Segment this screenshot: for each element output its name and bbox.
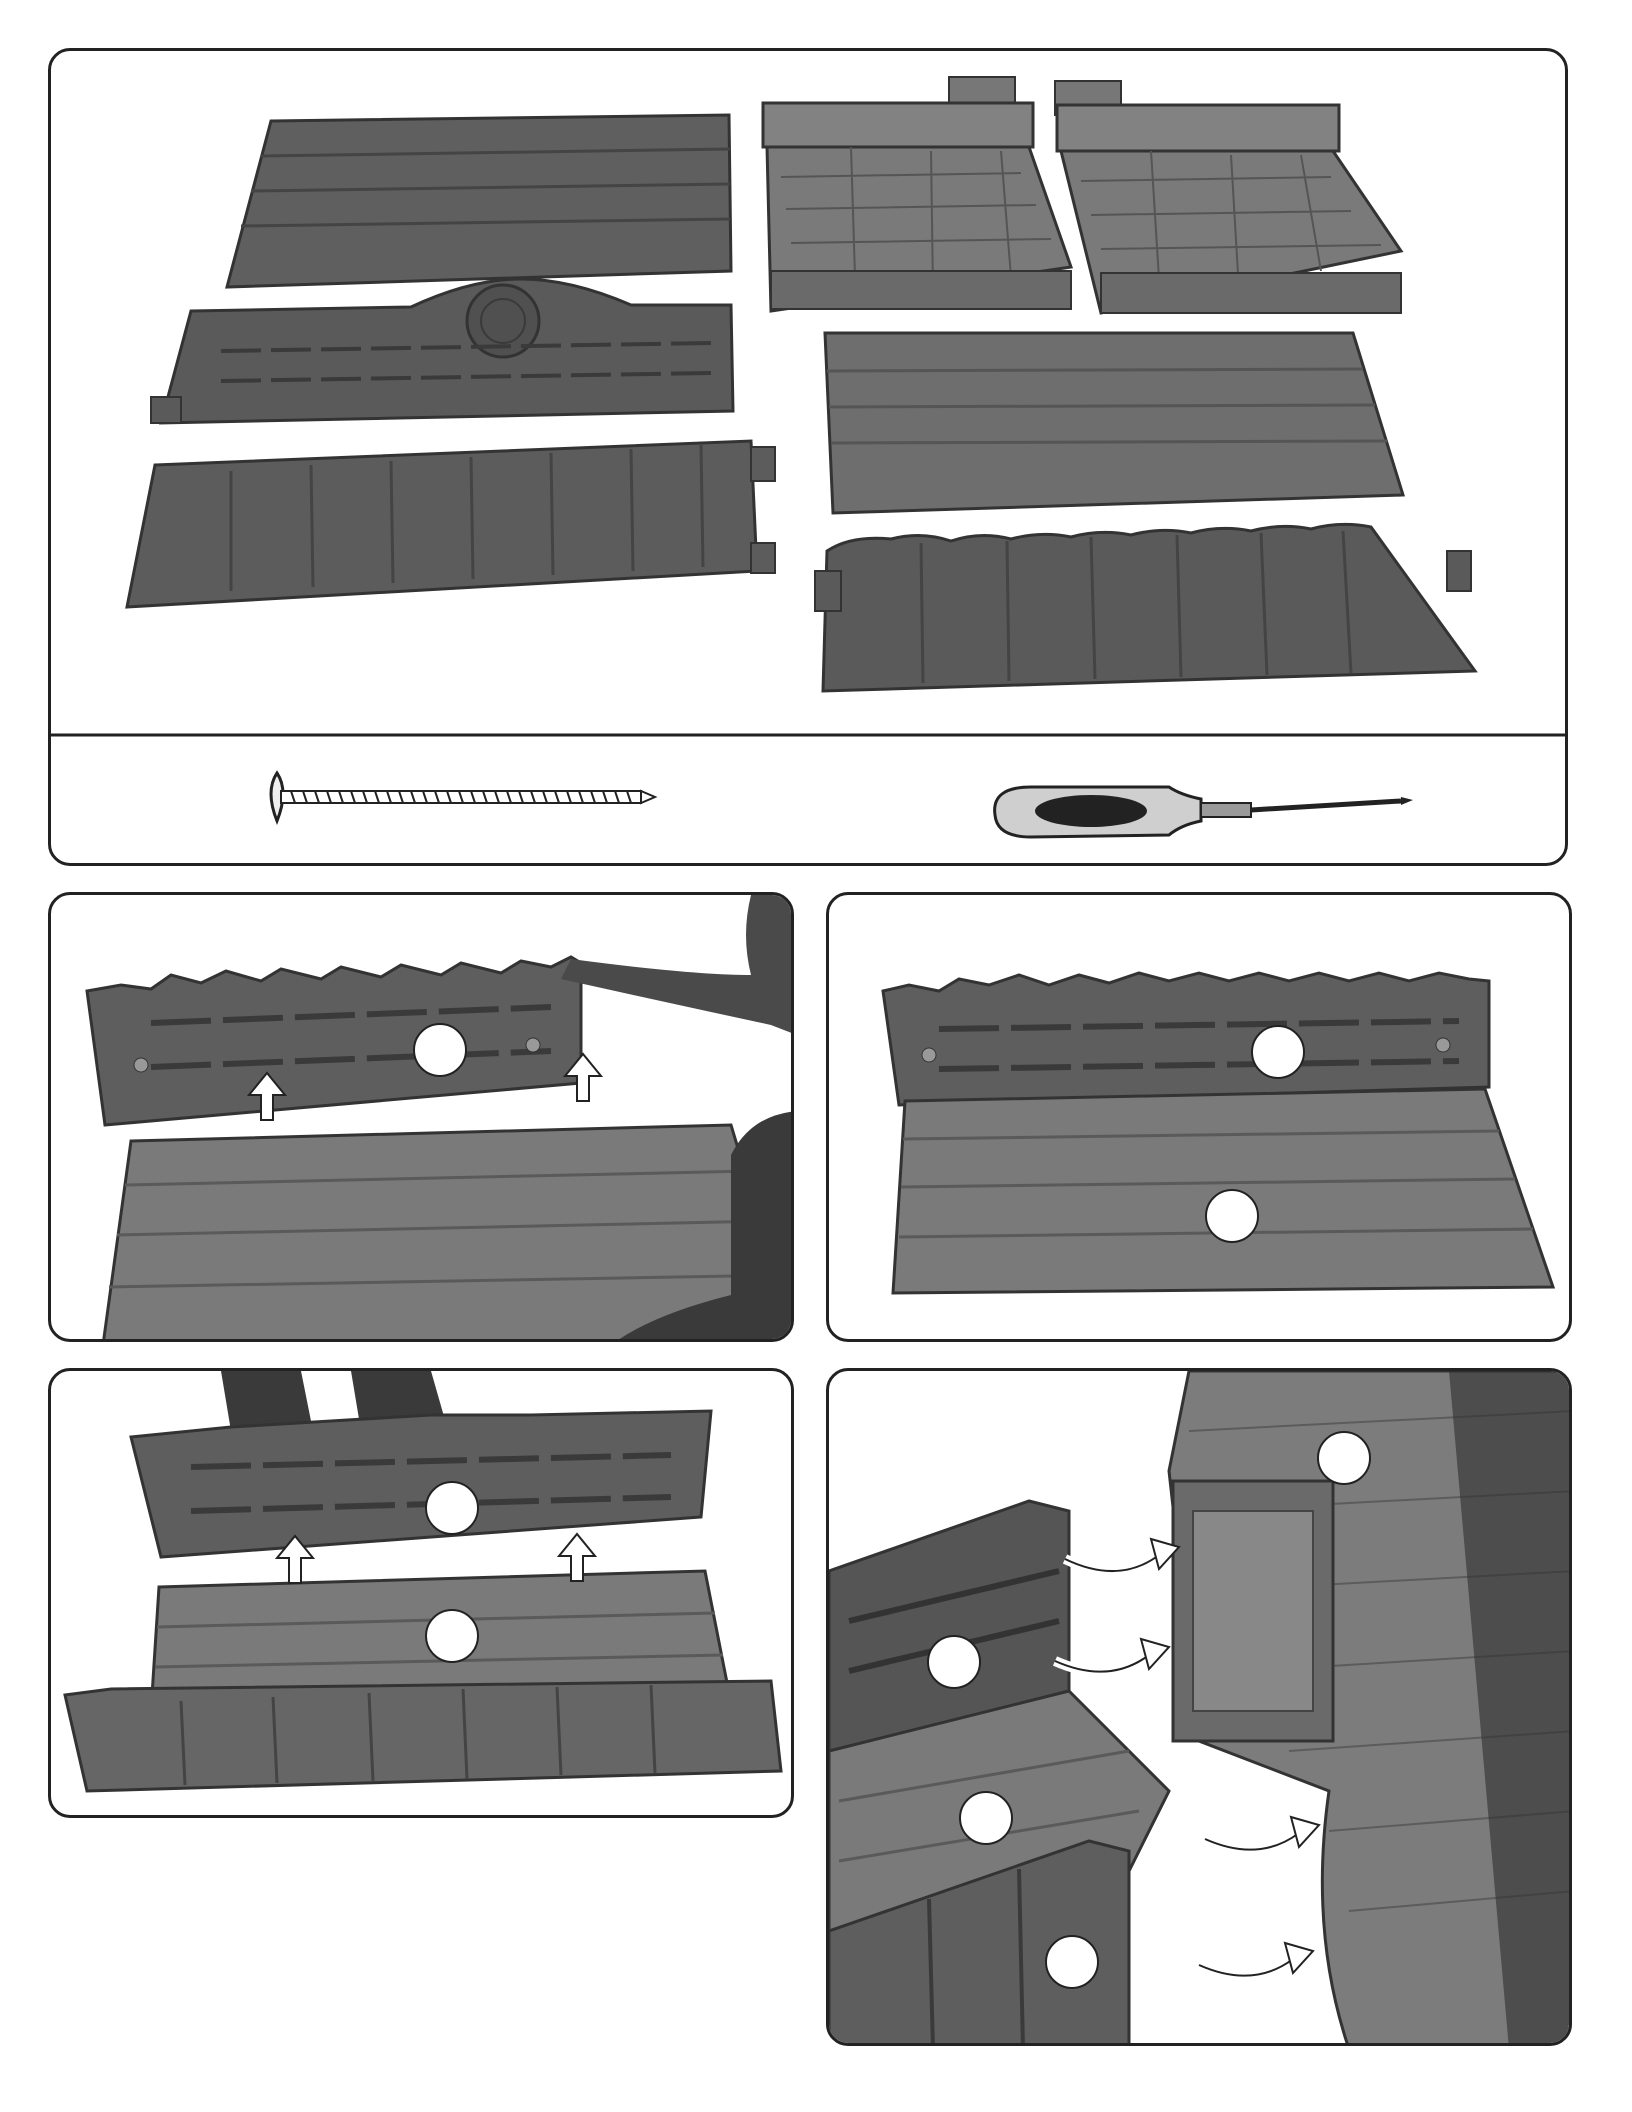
- stone-wall-left: [763, 77, 1071, 311]
- step-1-illustration: [51, 895, 794, 1342]
- part-callout: [413, 1023, 467, 1077]
- step-1-frame: [48, 892, 794, 1342]
- board-wall-panel: [65, 1681, 781, 1791]
- board-wall-panel: [127, 441, 775, 607]
- screw-icon: [271, 773, 655, 821]
- direction-arrow: [1199, 1943, 1313, 1976]
- direction-arrow: [1205, 1817, 1319, 1850]
- floor-plank-panel: [825, 333, 1403, 513]
- step-3-frame: [48, 1368, 794, 1818]
- parts-overview-frame: [48, 48, 1568, 866]
- part-callout: [1045, 1935, 1099, 1989]
- scalloped-wall-panel: [131, 1411, 711, 1557]
- parts-illustration: [51, 51, 1568, 866]
- part-callout: [425, 1481, 479, 1535]
- scalloped-wall-panel: [815, 524, 1475, 691]
- part-callout: [927, 1635, 981, 1689]
- stone-wall-right: [1055, 81, 1401, 313]
- part-callout: [1251, 1025, 1305, 1079]
- step-4-frame: [826, 1368, 1572, 2046]
- part-callout: [1317, 1431, 1371, 1485]
- direction-arrow: [1065, 1539, 1179, 1571]
- step-2-frame: [826, 892, 1572, 1342]
- step-3-illustration: [51, 1371, 794, 1818]
- part-callout: [1205, 1189, 1259, 1243]
- screwdriver-icon: [995, 787, 1413, 837]
- wide-plank-panel: [227, 115, 731, 287]
- part-callout: [425, 1609, 479, 1663]
- sun-emblem-panel: [151, 279, 733, 423]
- stone-wall-panel: [1169, 1371, 1572, 2046]
- step-2-illustration: [829, 895, 1572, 1342]
- direction-arrow: [1055, 1639, 1169, 1672]
- part-callout: [959, 1791, 1013, 1845]
- scalloped-wall-panel: [87, 957, 581, 1125]
- step-4-illustration: [829, 1371, 1572, 2046]
- scalloped-wall-panel: [883, 973, 1489, 1105]
